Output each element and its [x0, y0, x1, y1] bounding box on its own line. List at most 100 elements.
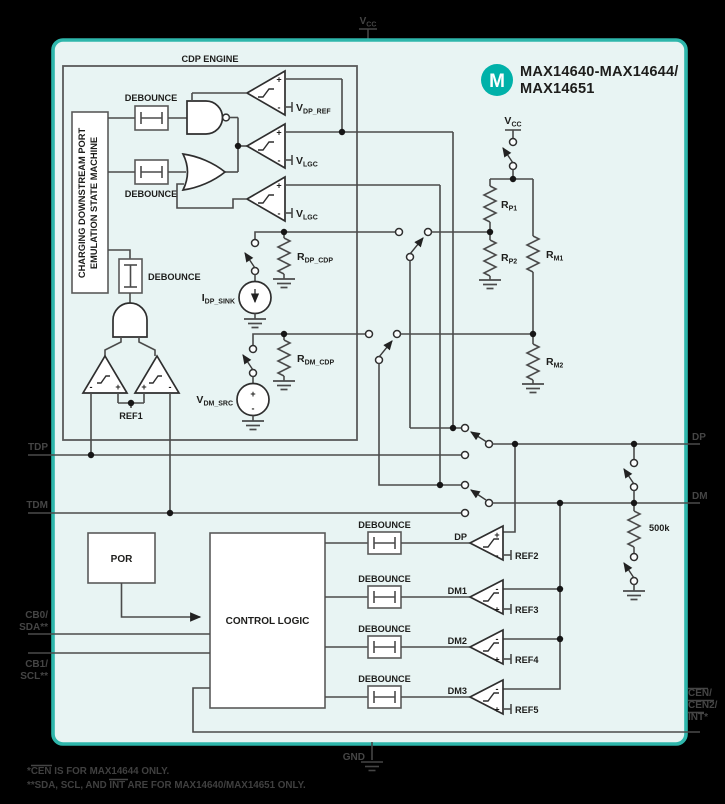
- brand-header: M MAX14640-MAX14644/ MAX14651: [481, 64, 679, 97]
- cdp-engine-box: [62, 65, 358, 441]
- dm3-comparator-label: DM3: [448, 686, 467, 696]
- resistor-500k: [626, 510, 642, 548]
- plus-sign: +: [494, 530, 499, 540]
- debounce-label: DEBOUNCE: [125, 93, 178, 103]
- svg-text:VCC: VCC: [504, 115, 521, 129]
- plus-sign: +: [276, 75, 281, 85]
- pin-dp: DP: [692, 432, 706, 443]
- plus-sign: +: [276, 128, 281, 138]
- minus-sign: -: [496, 584, 499, 594]
- minus-sign: -: [90, 382, 93, 392]
- comparator-dm2: - +: [468, 628, 504, 666]
- ref1-label: REF1: [119, 411, 143, 421]
- ground-symbol: [273, 278, 295, 289]
- cdp-engine-label: CDP ENGINE: [181, 54, 238, 64]
- plus-sign: +: [250, 389, 255, 399]
- minus-sign: -: [496, 634, 499, 644]
- switch-500k-top: [623, 468, 635, 485]
- state-machine-block: CHARGING DOWNSTREAM PORT EMULATION STATE…: [71, 111, 109, 294]
- ground-symbol: [244, 318, 266, 329]
- comparator-dm1: - +: [468, 578, 504, 616]
- por-label: POR: [111, 554, 133, 565]
- 500k-pulldown-chain: 500k: [623, 444, 670, 601]
- svg-text:VDP_REF: VDP_REF: [296, 102, 331, 116]
- plus-sign: +: [494, 705, 499, 715]
- control-logic-label: CONTROL LOGIC: [226, 616, 310, 627]
- debounce-block-7: DEBOUNCE: [358, 674, 411, 709]
- comparator-ref1-left: - +: [81, 354, 129, 394]
- svg-text:VLGC: VLGC: [296, 155, 318, 169]
- part-number-line1: MAX14640-MAX14644/: [520, 64, 679, 80]
- debounce-label: DEBOUNCE: [125, 189, 178, 199]
- control-logic-block: CONTROL LOGIC: [209, 532, 326, 709]
- ref2-label: REF2: [515, 551, 539, 561]
- por-block: POR: [87, 532, 156, 584]
- plus-sign: +: [494, 605, 499, 615]
- comparator-dm3: - +: [468, 678, 504, 716]
- svg-text:VDM_SRC: VDM_SRC: [196, 394, 233, 408]
- vcc-rp-rm-network: VCC RP1 RP2 RM1: [479, 115, 563, 394]
- debounce-label: DEBOUNCE: [358, 624, 411, 634]
- debounce-label: DEBOUNCE: [358, 574, 411, 584]
- dm-path-switch-cluster: [364, 329, 533, 486]
- ref4-label: REF4: [515, 655, 539, 665]
- pin-cen-line2: CEN2/: [688, 700, 718, 711]
- resistor-rp2: RP2: [479, 232, 517, 290]
- ground-symbol: [479, 279, 501, 290]
- part-number-line2: MAX14651: [520, 81, 595, 97]
- debounce-block-6: DEBOUNCE: [358, 624, 411, 659]
- dp-path-switch-cluster: [394, 227, 490, 428]
- vdm-src-branch: + - VDM_SRC: [196, 333, 366, 431]
- comparator-ref1-right: + -: [133, 354, 181, 394]
- svg-text:VCC: VCC: [360, 16, 377, 29]
- right-pins: DP DM CEN/ CEN2/ INT*: [688, 432, 718, 723]
- debounce-label: DEBOUNCE: [358, 520, 411, 530]
- plus-sign: +: [141, 382, 146, 392]
- row-dm1: DEBOUNCE DM1 - + REF3: [325, 574, 539, 616]
- ground-symbol: [522, 383, 544, 394]
- switch-vcc: [502, 147, 514, 164]
- minus-sign: -: [169, 382, 172, 392]
- ground-symbol: [242, 420, 264, 431]
- minus-sign: -: [496, 684, 499, 694]
- ground-symbol: [273, 380, 295, 391]
- svg-text:VLGC: VLGC: [296, 208, 318, 222]
- comparator-vdp-ref: + - VDP_REF: [245, 69, 331, 117]
- resistor-500k-label: 500k: [649, 523, 670, 533]
- junction-dots: [87, 128, 638, 643]
- pin-cen-line1: CEN/: [688, 688, 712, 699]
- debounce-block-5: DEBOUNCE: [358, 574, 411, 609]
- dm2-comparator-label: DM2: [448, 636, 467, 646]
- plus-sign: +: [276, 181, 281, 191]
- maxim-logo-icon: [481, 64, 513, 96]
- state-machine-label-2: EMULATION STATE MACHINE: [89, 137, 99, 269]
- comparator-vlgc-1: + - VLGC: [245, 122, 318, 170]
- or-gate: [181, 152, 227, 192]
- plus-sign: +: [115, 382, 120, 392]
- and-gate: [112, 302, 148, 338]
- pin-cb1-line1: CB1/: [25, 659, 48, 670]
- pin-dm: DM: [692, 491, 708, 502]
- switch-idp-sink: [244, 252, 256, 269]
- footnote-2: **SDA, SCL, AND INT ARE FOR MAX14640/MAX…: [27, 780, 306, 791]
- svg-text:RDM_CDP: RDM_CDP: [297, 353, 334, 367]
- plus-sign: +: [494, 655, 499, 665]
- minus-sign: -: [278, 209, 281, 219]
- footnote-1: *CEN IS FOR MAX14644 ONLY.: [27, 766, 170, 777]
- pin-gnd-bottom: GND: [343, 742, 383, 772]
- debounce-block-1: DEBOUNCE: [125, 93, 178, 131]
- pin-cb1-line2: SCL**: [20, 671, 48, 682]
- pin-tdp: TDP: [28, 442, 48, 453]
- svg-text:RDP_CDP: RDP_CDP: [297, 251, 333, 265]
- left-pins: TDP TDM CB0/ SDA** CB1/ SCL**: [19, 442, 48, 682]
- svg-text:RM2: RM2: [546, 356, 563, 370]
- ref5-label: REF5: [515, 705, 539, 715]
- comparator-vlgc-2: + - VLGC: [245, 175, 318, 223]
- footnotes: *CEN IS FOR MAX14644 ONLY. **SDA, SCL, A…: [27, 764, 306, 791]
- pin-cen-line3: INT*: [688, 712, 708, 723]
- ground-symbol: [623, 590, 645, 601]
- debounce-block-3: DEBOUNCE: [118, 258, 201, 294]
- maxim-logo-letter: M: [489, 71, 505, 92]
